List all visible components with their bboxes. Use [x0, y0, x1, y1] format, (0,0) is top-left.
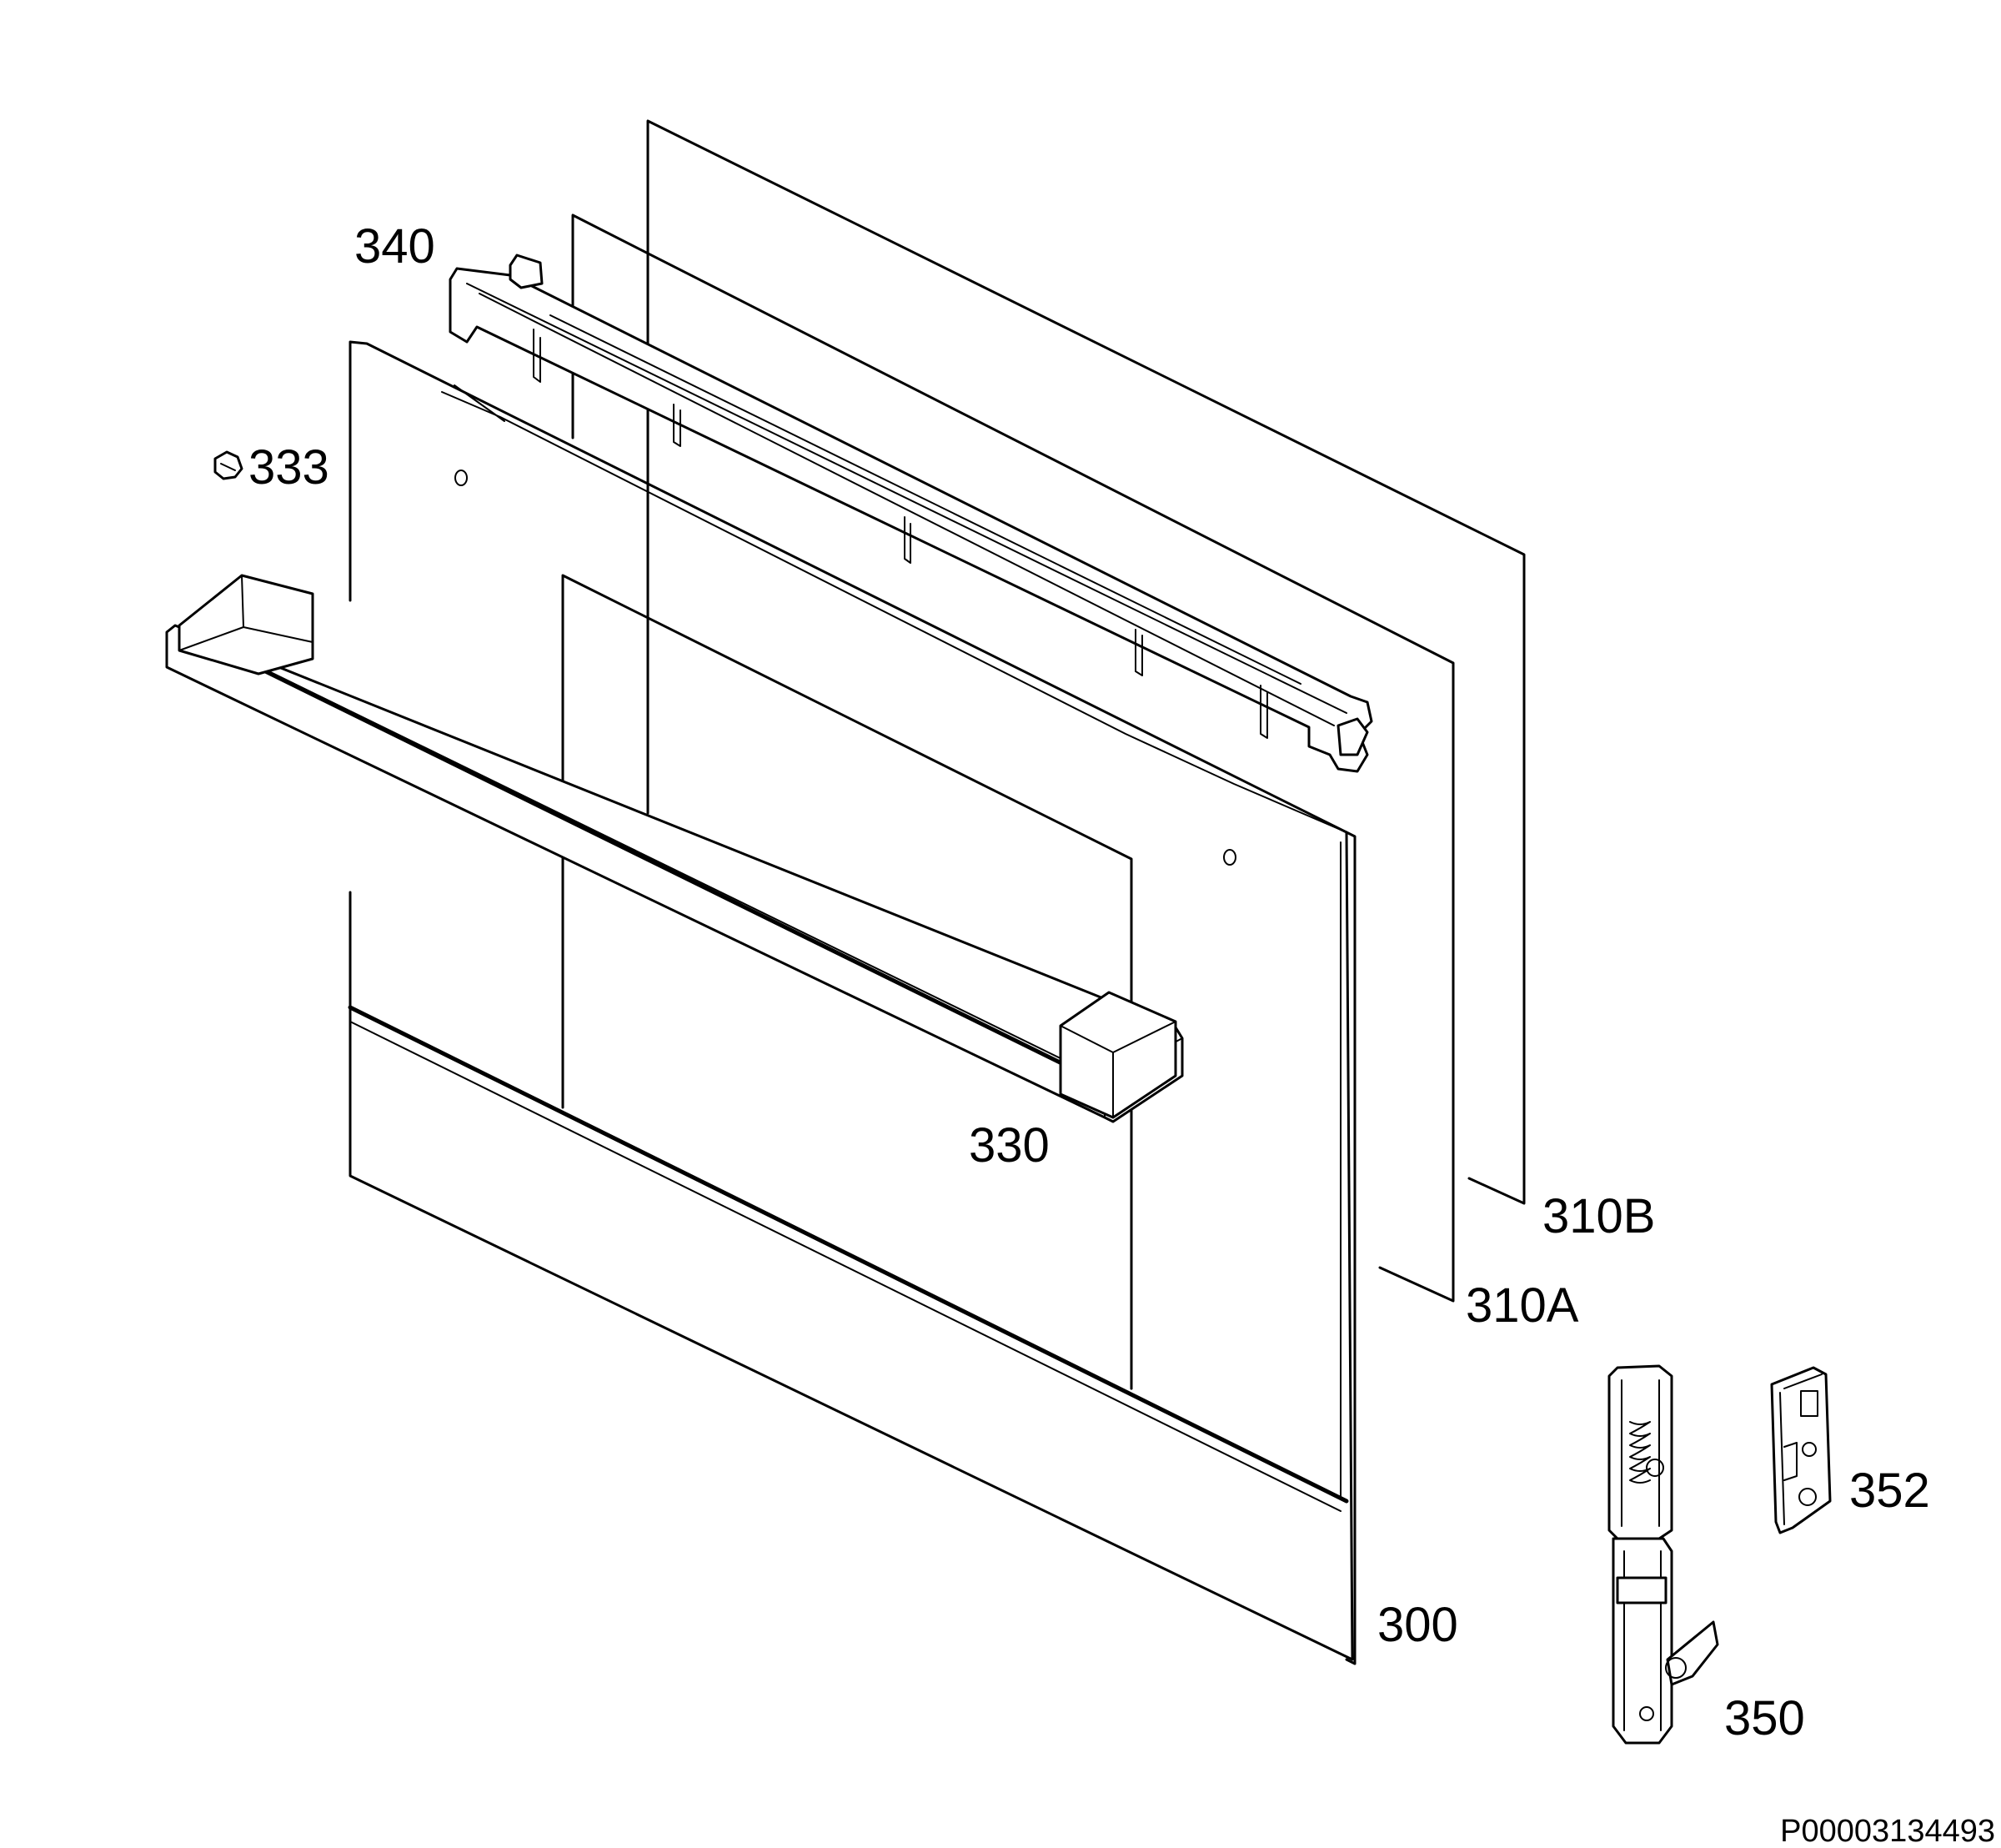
label-352: 352: [1849, 1464, 1930, 1518]
label-340: 340: [354, 219, 435, 274]
label-333: 333: [248, 440, 329, 495]
label-330: 330: [969, 1118, 1050, 1173]
top-trim-340: [449, 254, 1373, 773]
glass-panel-310a: [571, 213, 1455, 1303]
drawing-code: P00003134493: [1780, 1814, 1995, 1848]
screw-333: [213, 450, 243, 480]
hinge-350: [1607, 1364, 1719, 1745]
handle-330: [165, 574, 1184, 1123]
label-300: 300: [1377, 1598, 1458, 1652]
label-310a: 310A: [1466, 1278, 1579, 1333]
label-310b: 310B: [1542, 1189, 1655, 1243]
hinge-receiver-352: [1770, 1366, 1832, 1534]
door-panel-300: [348, 340, 1357, 1665]
label-350: 350: [1724, 1691, 1805, 1745]
